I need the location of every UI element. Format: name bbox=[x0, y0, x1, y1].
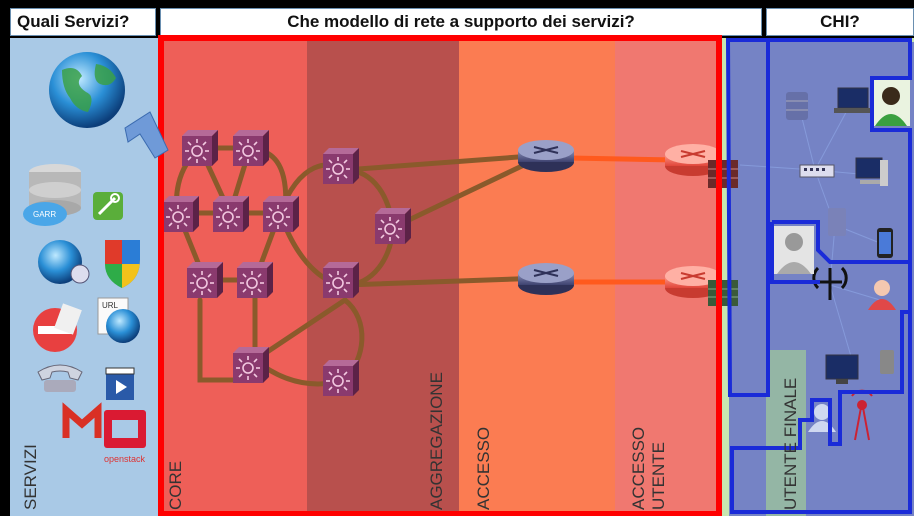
desktop-icon bbox=[855, 157, 888, 186]
core-switch bbox=[262, 195, 300, 233]
lan-switch-icon bbox=[799, 164, 835, 178]
firewall-icon bbox=[708, 160, 738, 188]
globe-pointer-arrow bbox=[124, 111, 169, 159]
label-utente-finale: UTENTE FINALE bbox=[781, 377, 800, 510]
label-accesso-utente-line2: UTENTE bbox=[649, 442, 668, 510]
smartphone-icon bbox=[877, 228, 893, 258]
user-avatar-icon bbox=[774, 226, 814, 274]
core-switch bbox=[236, 261, 274, 299]
openstack-icon: openstack bbox=[104, 410, 146, 464]
aggregation-switch bbox=[322, 261, 360, 299]
core-switch bbox=[232, 129, 270, 167]
label-accesso: ACCESSO bbox=[474, 426, 493, 510]
label-accesso-utente-line1: ACCESSO bbox=[629, 426, 648, 510]
svg-text:GARR: GARR bbox=[33, 210, 56, 219]
aggregation-switch bbox=[374, 207, 412, 245]
access-router bbox=[517, 139, 575, 173]
globe-icon bbox=[49, 52, 125, 128]
antenna-icon bbox=[812, 266, 848, 300]
access-router bbox=[517, 262, 575, 296]
network-links bbox=[174, 145, 548, 387]
gmail-icon bbox=[62, 402, 102, 438]
laptop-icon bbox=[834, 87, 872, 113]
telephone-icon bbox=[37, 364, 83, 392]
core-switch bbox=[186, 261, 224, 299]
key-icon bbox=[93, 192, 123, 220]
label-aggregazione: AGGREGAZIONE bbox=[427, 372, 446, 510]
user-globe-icon bbox=[38, 240, 90, 284]
label-servizi: SERVIZI bbox=[21, 444, 40, 510]
firewall-icon bbox=[708, 280, 738, 306]
label-core: CORE bbox=[166, 460, 185, 510]
server-icon bbox=[786, 92, 808, 120]
aggregation-switch bbox=[322, 147, 360, 185]
access-links bbox=[569, 155, 676, 285]
server-icon bbox=[828, 208, 846, 236]
user-zone-outline bbox=[770, 222, 820, 284]
header-network-model: Che modello di rete a supporto dei servi… bbox=[160, 8, 762, 36]
svg-text:openstack: openstack bbox=[104, 454, 146, 464]
core-switch bbox=[232, 346, 270, 384]
mobile-phone-icon bbox=[880, 350, 894, 374]
user-zone-outline bbox=[730, 38, 912, 514]
core-switch bbox=[181, 129, 219, 167]
svg-text:URL: URL bbox=[102, 301, 119, 310]
url-globe-icon: URL bbox=[97, 297, 140, 343]
shield-icon bbox=[105, 240, 140, 288]
user-zone-outline bbox=[772, 220, 910, 264]
aggregation-switch bbox=[322, 359, 360, 397]
no-entry-icon bbox=[33, 303, 82, 352]
header-who: CHI? bbox=[766, 8, 914, 36]
core-column bbox=[160, 38, 307, 516]
user-avatar-icon bbox=[868, 280, 896, 310]
core-switch bbox=[162, 195, 200, 233]
header-services: Quali Servizi? bbox=[10, 8, 156, 36]
core-switch bbox=[212, 195, 250, 233]
user-zone-outline bbox=[725, 38, 770, 397]
monitor-icon bbox=[825, 354, 859, 384]
network-model-highlight bbox=[158, 35, 722, 516]
user-avatar-icon bbox=[872, 80, 910, 126]
garr-cloud-icon: GARR bbox=[23, 202, 67, 226]
video-icon bbox=[105, 367, 135, 400]
